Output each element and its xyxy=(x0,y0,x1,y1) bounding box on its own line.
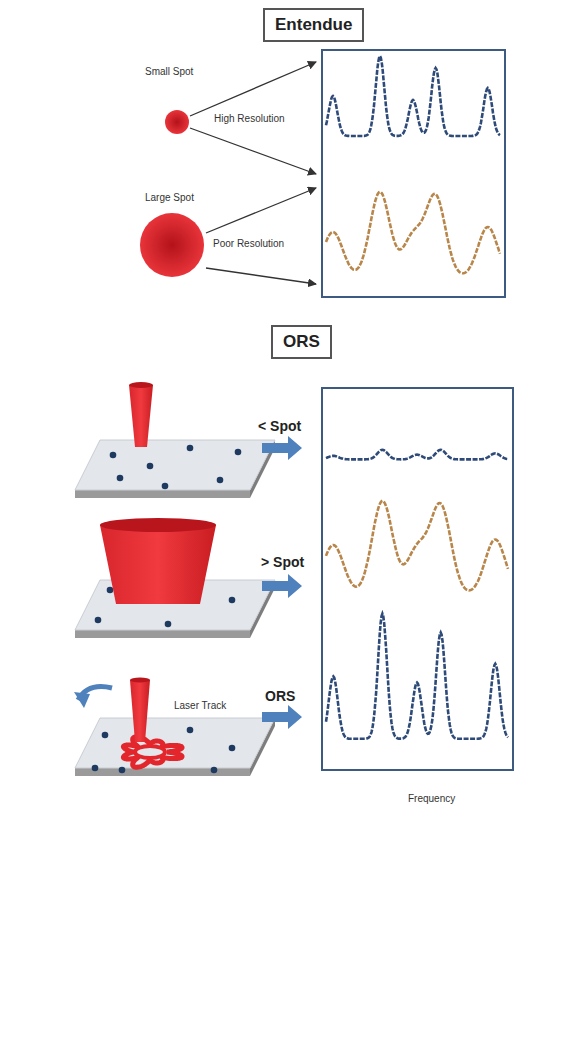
title-text: ORS xyxy=(283,332,320,351)
block-arrows xyxy=(262,436,302,729)
particle xyxy=(119,767,126,774)
laser-beam xyxy=(100,525,216,604)
spectrum-line xyxy=(326,614,508,739)
particle xyxy=(211,767,218,774)
spectrum-line xyxy=(326,450,508,460)
laser-beam-top xyxy=(129,382,153,388)
plate-edge xyxy=(75,630,250,638)
chart-panel xyxy=(322,388,513,770)
plate-top xyxy=(75,718,275,768)
resolution-label: High Resolution xyxy=(212,113,287,125)
laser-beam xyxy=(130,680,150,742)
axis-label: Frequency xyxy=(406,793,457,805)
particle xyxy=(217,477,224,484)
arrow-label: < Spot xyxy=(256,418,303,435)
title-text: Entendue xyxy=(275,15,352,34)
laser-beam xyxy=(129,385,153,447)
particle xyxy=(235,449,242,456)
arrow-label: ORS xyxy=(263,688,297,705)
sample-plates xyxy=(75,382,275,776)
large-spot xyxy=(140,213,204,277)
title-box: ORS xyxy=(271,325,332,359)
particle xyxy=(117,475,124,482)
title-box: Entendue xyxy=(263,8,364,42)
particle xyxy=(95,617,102,624)
particle xyxy=(229,745,236,752)
plate-edge xyxy=(75,490,250,498)
particle xyxy=(147,463,154,470)
arrow-label: > Spot xyxy=(259,554,306,571)
resolution-label: Poor Resolution xyxy=(211,238,286,250)
laser-track-label: Laser Track xyxy=(172,700,228,712)
spot-label: Small Spot xyxy=(143,66,195,78)
spot-label: Large Spot xyxy=(143,192,196,204)
spectra xyxy=(326,56,508,739)
particle xyxy=(229,597,236,604)
laser-track xyxy=(135,746,165,758)
plate-top xyxy=(75,440,275,490)
particle xyxy=(165,621,172,628)
particle xyxy=(187,727,194,734)
chart-panel xyxy=(322,50,505,297)
rotation-arrow-head xyxy=(74,692,90,708)
particle xyxy=(187,445,194,452)
spectrum-line xyxy=(326,56,500,136)
plate-edge xyxy=(75,768,250,776)
particle xyxy=(102,732,109,739)
particle xyxy=(110,452,117,459)
laser-beam-top xyxy=(100,518,216,532)
spectrum-line xyxy=(326,501,508,591)
spectrum-line xyxy=(326,192,500,273)
laser-track xyxy=(123,737,182,767)
particle xyxy=(162,483,169,490)
small-spot xyxy=(165,110,189,134)
arrows xyxy=(190,62,316,284)
laser-beam-top xyxy=(130,678,150,683)
particle xyxy=(92,765,99,772)
particle xyxy=(107,587,114,594)
